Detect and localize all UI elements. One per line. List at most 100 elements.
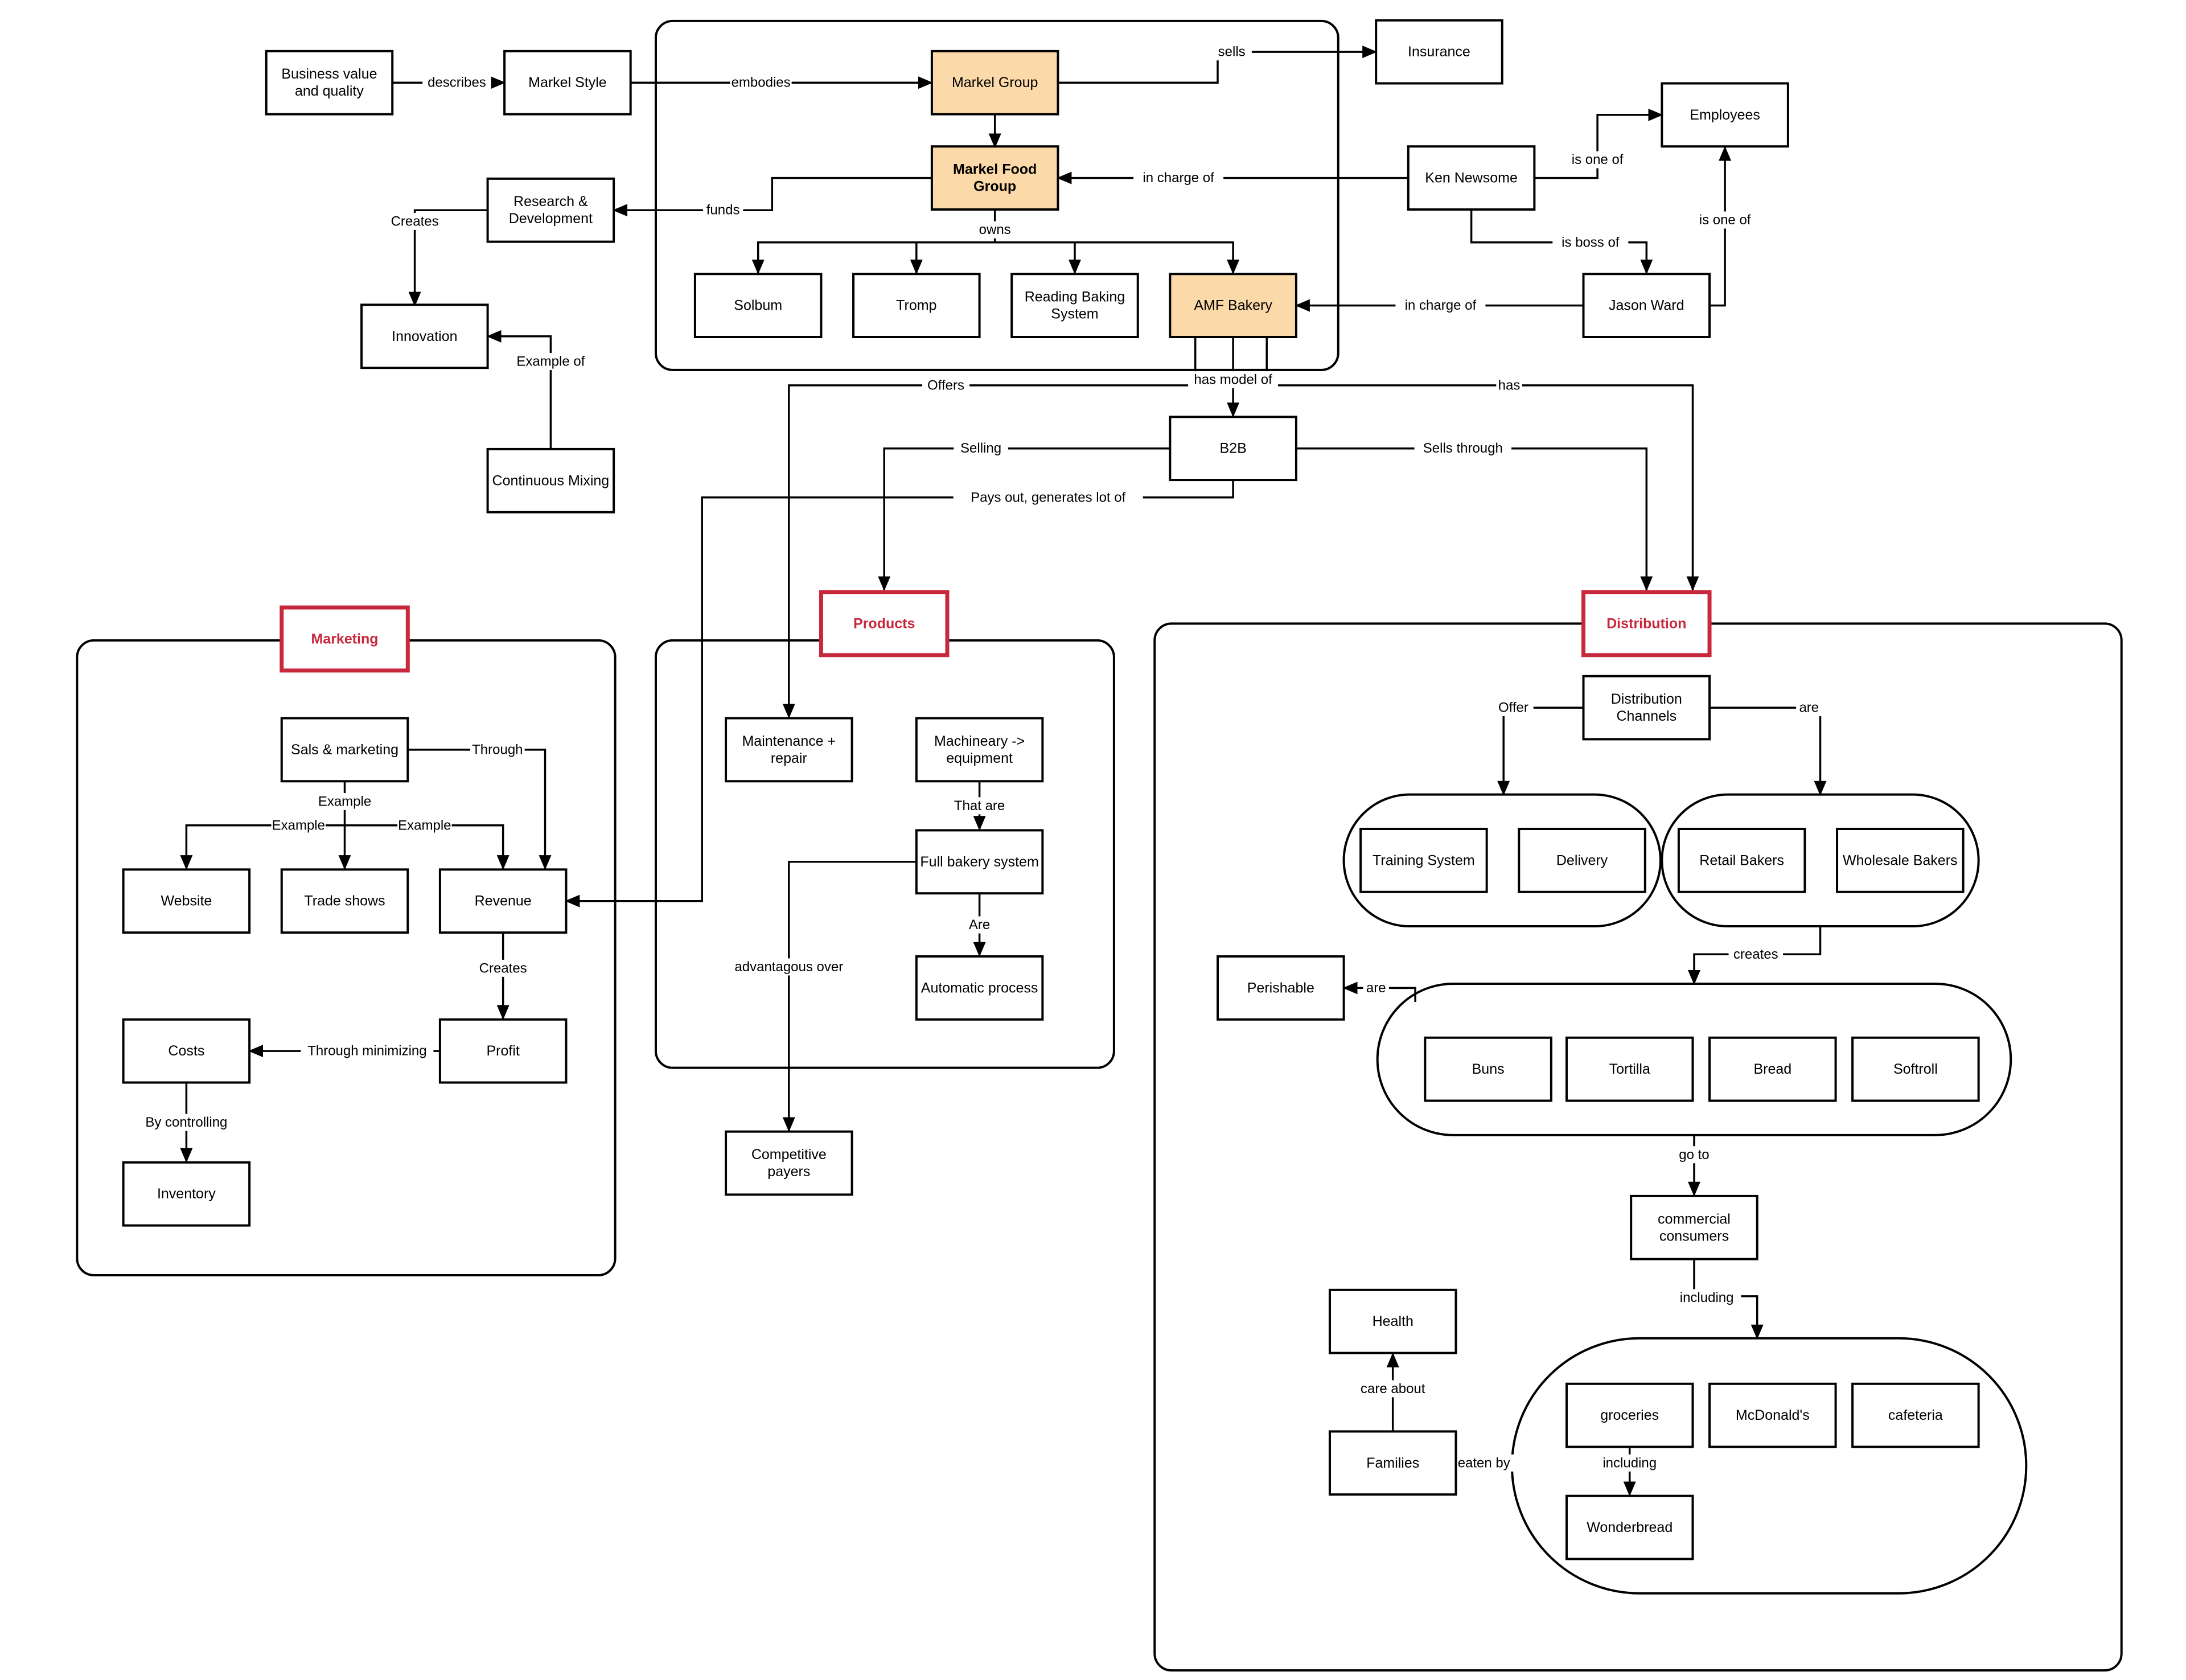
- node-label: Retail Bakers: [1699, 852, 1784, 868]
- edge-label-bg: [1188, 371, 1279, 389]
- node-label: Tortilla: [1609, 1061, 1650, 1077]
- node-amf[interactable]: AMF Bakery: [1169, 273, 1297, 338]
- node-health[interactable]: Health: [1328, 1288, 1457, 1354]
- node-rnd[interactable]: Research &Development: [486, 177, 615, 243]
- node-cafeteria[interactable]: cafeteria: [1851, 1382, 1980, 1448]
- node-autoproc[interactable]: Automatic process: [915, 955, 1044, 1021]
- node-jason[interactable]: Jason Ward: [1582, 273, 1711, 338]
- node-mixing[interactable]: Continuous Mixing: [486, 447, 615, 514]
- edge-label-bg: [1496, 376, 1522, 394]
- node-delivery[interactable]: Delivery: [1518, 827, 1646, 893]
- node-innovation[interactable]: Innovation: [360, 303, 489, 369]
- node-mcdonalds[interactable]: McDonald's: [1708, 1382, 1837, 1448]
- edge-label-bg: [1728, 946, 1784, 963]
- node-box: [1565, 1382, 1694, 1448]
- node-label: Inventory: [157, 1186, 216, 1202]
- node-fullbakery[interactable]: Full bakery system: [915, 829, 1044, 895]
- node-box: [438, 1018, 568, 1084]
- node-label: Tromp: [896, 298, 936, 314]
- node-markel-style[interactable]: Markel Style: [503, 50, 632, 116]
- node-label: commercial: [1658, 1211, 1731, 1227]
- node-tortilla[interactable]: Tortilla: [1565, 1036, 1694, 1102]
- node-wonderbread[interactable]: Wonderbread: [1565, 1494, 1694, 1560]
- edge-label-e-creates-innov: Creates: [391, 213, 439, 229]
- node-box: [1851, 1382, 1980, 1448]
- edge-label-e-describes: describes: [428, 75, 486, 91]
- node-box: [280, 868, 409, 934]
- node-softroll[interactable]: Softroll: [1851, 1036, 1980, 1102]
- edge-label-bg: [953, 488, 1143, 506]
- edge-label-e-by-controlling: By controlling: [145, 1115, 227, 1130]
- node-wholesale[interactable]: Wholesale Bakers: [1836, 827, 1965, 893]
- node-products[interactable]: Products: [819, 590, 950, 658]
- edge-label-e-isbossof: is boss of: [1562, 235, 1620, 250]
- node-profit[interactable]: Profit: [438, 1018, 568, 1084]
- node-groceries[interactable]: groceries: [1565, 1382, 1694, 1448]
- edge-label-bg: [1453, 1454, 1515, 1472]
- node-label: Innovation: [392, 328, 457, 344]
- node-box: [486, 177, 615, 243]
- node-label: repair: [771, 750, 807, 766]
- node-distribution[interactable]: Distribution: [1581, 590, 1712, 658]
- node-website[interactable]: Website: [122, 868, 251, 934]
- node-training[interactable]: Training System: [1359, 827, 1488, 893]
- edge-example-of: [486, 330, 552, 449]
- edge-label-bg: [1211, 43, 1252, 61]
- node-label: groceries: [1600, 1407, 1659, 1423]
- node-markel-group[interactable]: Markel Group: [930, 50, 1059, 116]
- node-label: Distribution: [1606, 615, 1686, 631]
- node-machinery[interactable]: Machineary ->equipment: [915, 717, 1044, 783]
- node-insurance[interactable]: Insurance: [1375, 19, 1503, 85]
- node-tradeshows[interactable]: Trade shows: [280, 868, 409, 934]
- edge-label-bg: [1595, 1454, 1664, 1472]
- edge-funds: [613, 176, 932, 217]
- node-label: Training System: [1373, 852, 1475, 868]
- node-solbum[interactable]: Solbum: [693, 273, 823, 338]
- node-costs[interactable]: Costs: [122, 1018, 251, 1084]
- edge-isoneof-jason: [1710, 146, 1732, 307]
- node-sals[interactable]: Sals & marketing: [280, 717, 409, 783]
- edge-label-e-offers: Offers: [927, 377, 964, 393]
- edge-advantagous: [782, 861, 917, 1132]
- node-maint[interactable]: Maintenance +repair: [725, 717, 853, 783]
- edge-label-e-isoneof-jason: is one of: [1699, 212, 1751, 228]
- node-families[interactable]: Families: [1328, 1430, 1457, 1496]
- node-tromp[interactable]: Tromp: [852, 273, 981, 338]
- node-buns[interactable]: Buns: [1424, 1036, 1552, 1102]
- edge-label-bg: [1363, 979, 1389, 997]
- markel-food-container: [654, 19, 1339, 371]
- node-b2b[interactable]: B2B: [1169, 416, 1297, 482]
- edge-label-e-isoneof-ken: is one of: [1572, 152, 1624, 167]
- node-bread[interactable]: Bread: [1708, 1036, 1837, 1102]
- edge-label-e-creates-profit: Creates: [479, 960, 527, 976]
- node-marketing[interactable]: Marketing: [280, 605, 410, 673]
- edge-label-e-care-about: care about: [1361, 1381, 1425, 1396]
- node-label: Research &: [513, 194, 588, 210]
- edge-label-bg: [729, 958, 848, 976]
- node-employees[interactable]: Employees: [1661, 82, 1789, 148]
- node-revenue[interactable]: Revenue: [438, 868, 568, 934]
- node-label: Marketing: [311, 631, 378, 647]
- edge-label-e-example-left: Example: [272, 818, 325, 833]
- node-box: [1424, 1036, 1552, 1102]
- node-box: [1708, 1036, 1837, 1102]
- edge-label-bg: [1674, 1146, 1715, 1164]
- node-retail[interactable]: Retail Bakers: [1677, 827, 1806, 893]
- edge-label-bg: [922, 376, 970, 394]
- node-inventory[interactable]: Inventory: [122, 1161, 251, 1227]
- node-box: [1708, 1382, 1837, 1448]
- edge-label-bg: [978, 221, 1012, 239]
- node-perishable[interactable]: Perishable: [1217, 955, 1345, 1021]
- node-ken[interactable]: Ken Newsome: [1407, 145, 1536, 211]
- node-box: [1582, 675, 1711, 741]
- edge-sells: [1058, 46, 1378, 84]
- edge-label-e-paysout: Pays out, generates lot of: [971, 490, 1126, 505]
- node-box: [265, 50, 394, 116]
